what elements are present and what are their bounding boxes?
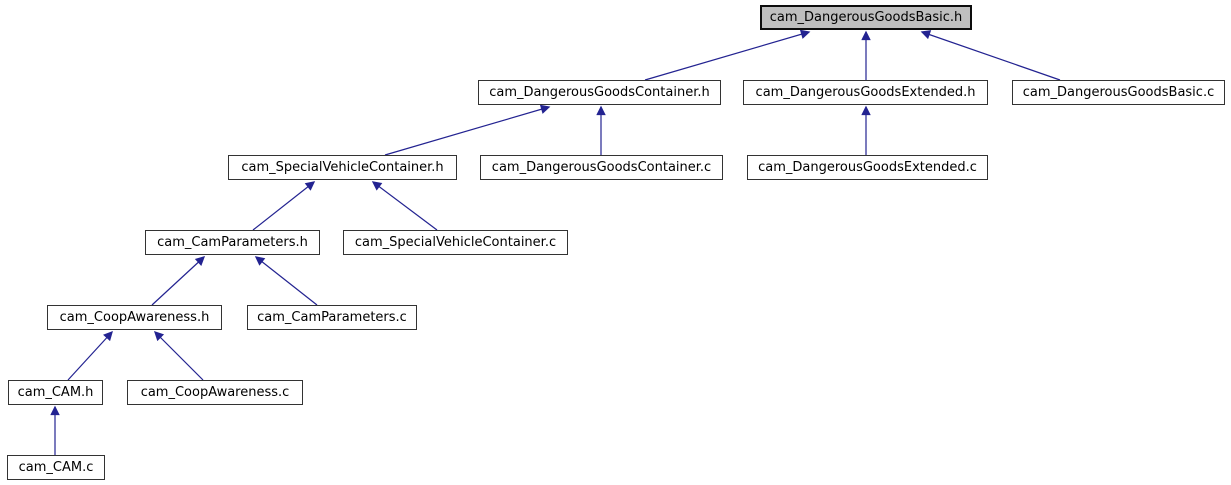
node-cam_DangerousGoodsExtended-h[interactable]: cam_DangerousGoodsExtended.h (743, 80, 988, 105)
node-cam_DangerousGoodsContainer-h[interactable]: cam_DangerousGoodsContainer.h (478, 80, 721, 105)
node-cam_CamParameters-h[interactable]: cam_CamParameters.h (145, 230, 320, 255)
node-cam_DangerousGoodsBasic-h[interactable]: cam_DangerousGoodsBasic.h (760, 5, 972, 30)
node-cam_CAM-c[interactable]: cam_CAM.c (7, 455, 105, 480)
edge-camparameters-h-to-specialvehiclecontainer-h (252, 181, 316, 231)
node-cam_DangerousGoodsBasic-c[interactable]: cam_DangerousGoodsBasic.c (1012, 80, 1225, 105)
edge-dangerousgoodsbasic-c-to-dangerousgoodsbasic-h (920, 30, 1061, 81)
node-cam_CAM-h[interactable]: cam_CAM.h (8, 380, 103, 405)
edge-coopawareness-c-to-coopawareness-h (153, 330, 204, 381)
node-cam_SpecialVehicleContainer-c[interactable]: cam_SpecialVehicleContainer.c (343, 230, 568, 255)
edge-specialvehiclecontainer-h-to-dangerousgoodscontainer-h (384, 104, 551, 156)
edge-dangerousgoodscontainer-h-to-dangerousgoodsbasic-h (644, 29, 811, 81)
edge-camparameters-c-to-camparameters-h (254, 256, 318, 306)
node-cam_CoopAwareness-h[interactable]: cam_CoopAwareness.h (47, 305, 222, 330)
edge-cam-h-to-coopawareness-h (67, 330, 113, 381)
edge-coopawareness-h-to-camparameters-h (151, 256, 206, 306)
node-cam_CoopAwareness-c[interactable]: cam_CoopAwareness.c (127, 380, 303, 405)
node-cam_DangerousGoodsExtended-c[interactable]: cam_DangerousGoodsExtended.c (747, 155, 988, 180)
edge-specialvehiclecontainer-c-to-specialvehiclecontainer-h (371, 181, 438, 231)
node-cam_CamParameters-c[interactable]: cam_CamParameters.c (247, 305, 417, 330)
node-cam_SpecialVehicleContainer-h[interactable]: cam_SpecialVehicleContainer.h (228, 155, 457, 180)
node-cam_DangerousGoodsContainer-c[interactable]: cam_DangerousGoodsContainer.c (480, 155, 723, 180)
